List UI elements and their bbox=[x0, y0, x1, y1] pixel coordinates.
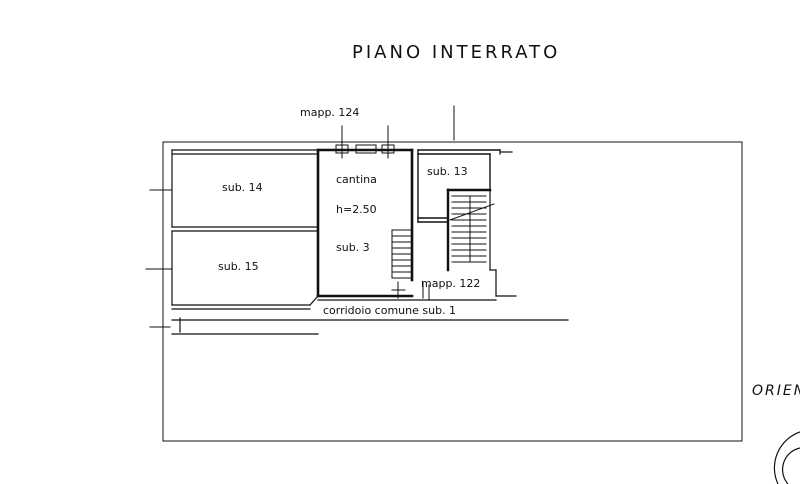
stairwell-walls bbox=[446, 188, 492, 272]
unit-label-sub-13: sub. 13 bbox=[427, 165, 468, 178]
room-height: h=2.50 bbox=[336, 203, 377, 216]
tick-marks bbox=[145, 105, 455, 328]
parcel-label-124: mapp. 124 bbox=[300, 106, 360, 119]
unit-label-sub-3: sub. 3 bbox=[336, 241, 370, 254]
right-block-walls bbox=[489, 149, 517, 297]
units-14-15-walls bbox=[171, 149, 319, 310]
cantina-door-mark bbox=[391, 281, 406, 299]
common-corridor-walls bbox=[171, 299, 569, 335]
property-boundary bbox=[162, 141, 743, 442]
room-label-cantina: cantina bbox=[336, 173, 377, 186]
stairwell-treads bbox=[449, 195, 495, 263]
cantina-windows bbox=[335, 137, 395, 159]
unit-label-sub-14: sub. 14 bbox=[222, 181, 263, 194]
unit-13-walls bbox=[417, 149, 501, 223]
orientation-symbol bbox=[773, 431, 800, 484]
cantina-walls bbox=[316, 148, 414, 298]
unit-label-sub-15: sub. 15 bbox=[218, 260, 259, 273]
cantina-stair bbox=[391, 229, 413, 279]
page-title: PIANO INTERRATO bbox=[352, 42, 561, 63]
orientation-label: ORIEN bbox=[752, 383, 800, 399]
corridor-label: corridoio comune sub. 1 bbox=[323, 304, 457, 317]
corridor-door-marks bbox=[422, 281, 430, 301]
parcel-label-122: mapp. 122 bbox=[421, 277, 481, 290]
